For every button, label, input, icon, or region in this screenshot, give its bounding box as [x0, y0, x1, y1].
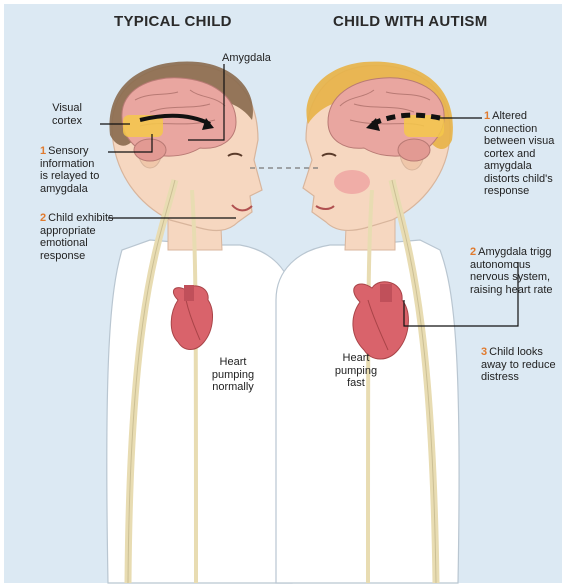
- step-line: appropriate: [40, 225, 114, 238]
- step-line: Child exhibits: [48, 212, 113, 224]
- step-line: is relayed to: [40, 170, 99, 183]
- step-line: emotional: [40, 237, 114, 250]
- step-number: 1: [484, 110, 490, 122]
- step-number: 3: [481, 346, 487, 358]
- step-line: information: [40, 158, 99, 171]
- step-line: Child looks: [489, 346, 543, 358]
- step-line: amygdala: [40, 183, 99, 196]
- visual-cortex-line: cortex: [52, 115, 82, 128]
- step-number: 2: [470, 246, 476, 258]
- typical-child-heading: TYPICAL CHILD: [114, 13, 232, 30]
- step-line: Altered: [492, 110, 527, 122]
- autistic-child-figure: [276, 62, 459, 583]
- visual-cortex-line: Visual: [52, 102, 82, 115]
- heart-line: pumping: [332, 365, 380, 378]
- heart-line: normally: [208, 381, 258, 394]
- amygdala-label: Amygdala: [222, 52, 271, 65]
- step-line: raising heart rate: [470, 284, 553, 297]
- heart-line: fast: [332, 377, 380, 390]
- step-line: amygdala: [484, 160, 554, 173]
- step-line: connection: [484, 123, 554, 136]
- step-line: response: [484, 185, 554, 198]
- left-heart-label: Heart pumping normally: [208, 356, 258, 394]
- heart-line: Heart: [208, 356, 258, 369]
- step-line: cortex and: [484, 148, 554, 161]
- step-line: autonomous: [470, 259, 553, 272]
- heart-line: pumping: [208, 369, 258, 382]
- autism-child-heading: CHILD WITH AUTISM: [333, 13, 488, 30]
- step-line: Sensory: [48, 145, 88, 157]
- visual-cortex-label: Visual cortex: [52, 102, 82, 127]
- heart-line: Heart: [332, 352, 380, 365]
- step-number: 2: [40, 212, 46, 224]
- step-number: 1: [40, 145, 46, 157]
- step-line: distress: [481, 371, 556, 384]
- step-line: away to reduce: [481, 359, 556, 372]
- step-line: distorts child's: [484, 173, 554, 186]
- step-line: Amygdala trigg: [478, 246, 551, 258]
- right-heart-label: Heart pumping fast: [332, 352, 380, 390]
- step-line: response: [40, 250, 114, 263]
- step-line: between visua: [484, 135, 554, 148]
- step-line: nervous system,: [470, 271, 553, 284]
